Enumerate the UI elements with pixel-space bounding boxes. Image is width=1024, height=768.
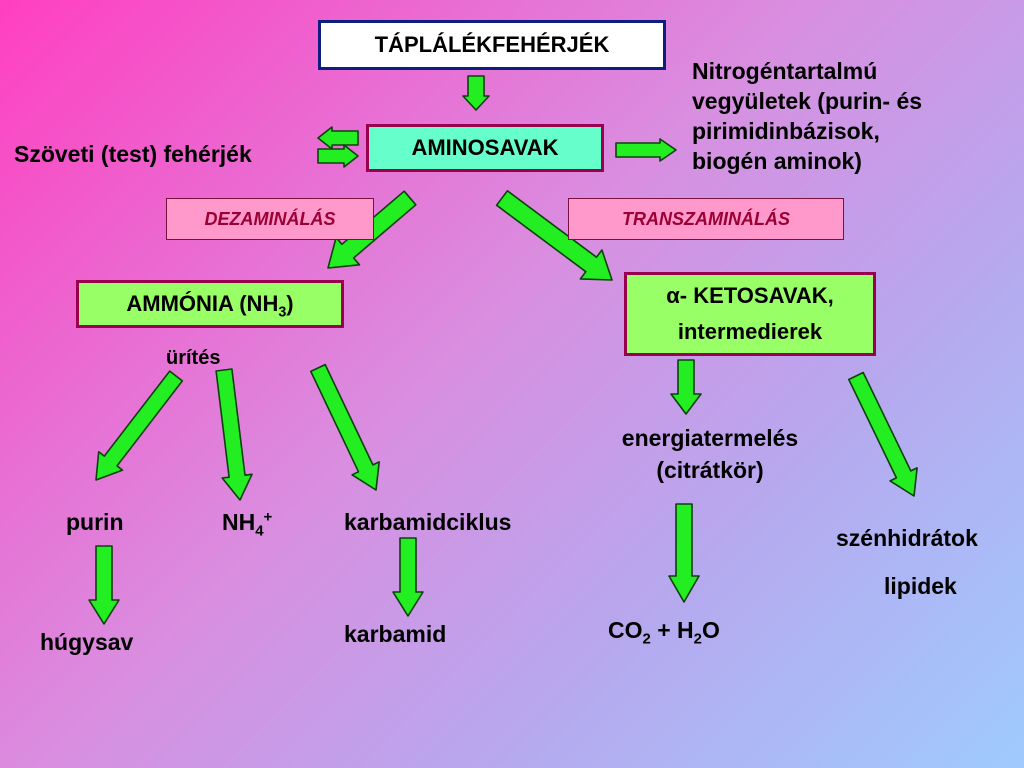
purine-text: purin <box>66 509 124 535</box>
arrow-tissue-to-amino <box>317 144 359 168</box>
urea-cycle-text: karbamidciklus <box>344 509 512 535</box>
alpha-symbol: α <box>666 283 680 308</box>
nitrogen-compounds-text: Nitrogéntartalmú vegyületek (purin- és p… <box>692 56 922 176</box>
keto-acids-label: - KETOSAVAK, <box>679 283 834 308</box>
arrow-ammonia-to-purin <box>95 370 184 481</box>
amino-acids-box: AMINOSAVAK <box>366 124 604 172</box>
h2-subscript: 2 <box>693 630 702 648</box>
lipids-text: lipidek <box>884 573 957 599</box>
arrow-ammonia-to-nh4 <box>215 368 253 501</box>
co2-label: CO <box>608 617 643 643</box>
food-protein-box: TÁPLÁLÉKFEHÉRJÉK <box>318 20 666 70</box>
nitrogen-line-2: vegyületek (purin- és <box>692 88 923 114</box>
food-protein-label: TÁPLÁLÉKFEHÉRJÉK <box>374 32 610 57</box>
energy-line-1: energiatermelés <box>621 425 799 451</box>
ammonium-superscript: + <box>263 508 273 526</box>
arrow-keto-to-carbohydrates <box>847 371 918 497</box>
deamination-label-box: DEZAMINÁLÁS <box>166 198 374 240</box>
excretion-text: ürítés <box>166 347 221 369</box>
uric-acid-text: húgysav <box>40 629 134 655</box>
ammonia-subscript: 3 <box>278 304 287 321</box>
arrow-food-to-amino <box>462 75 490 111</box>
co2-subscript: 2 <box>642 630 651 648</box>
transamination-label-box: TRANSZAMINÁLÁS <box>568 198 844 240</box>
carbohydrates-text: szénhidrátok <box>836 525 978 551</box>
arrow-amino-to-keto <box>495 190 613 281</box>
urea-text: karbamid <box>344 621 447 647</box>
keto-acids-box: α- KETOSAVAK, intermedierek <box>624 272 876 356</box>
oxygen-label: O <box>701 617 720 643</box>
arrow-amino-to-tissue <box>317 126 359 150</box>
deamination-label: DEZAMINÁLÁS <box>204 209 336 229</box>
nitrogen-line-4: biogén aminok) <box>692 148 862 174</box>
ammonia-label: AMMÓNIA (NH <box>126 291 279 316</box>
ammonia-label-tail: ) <box>286 291 294 316</box>
energy-production-text: energiatermelés (citrátkör) <box>600 422 820 486</box>
arrow-keto-to-energy <box>670 359 702 415</box>
arrow-purin-to-uric-acid <box>88 545 120 625</box>
tissue-protein-text: Szöveti (test) fehérjék <box>14 141 252 167</box>
plus-h-label: + H <box>650 617 694 643</box>
nitrogen-line-3: pirimidinbázisok, <box>692 118 880 144</box>
amino-acids-label: AMINOSAVAK <box>411 135 559 160</box>
arrow-ammonia-to-urea-cycle <box>309 363 381 491</box>
nitrogen-line-1: Nitrogéntartalmú <box>692 58 878 84</box>
arrow-amino-to-nitrogen <box>615 138 677 162</box>
ammonium-label: NH <box>222 509 256 535</box>
keto-acids-line-1: α- KETOSAVAK, <box>627 278 873 314</box>
ammonia-box: AMMÓNIA (NH3) <box>76 280 344 328</box>
arrow-urea-cycle-to-urea <box>392 537 424 617</box>
keto-acids-line-2: intermedierek <box>677 319 823 344</box>
ammonium-text: NH4+ <box>222 508 273 539</box>
transamination-label: TRANSZAMINÁLÁS <box>622 209 790 229</box>
energy-line-2: (citrátkör) <box>656 457 764 483</box>
ammonium-subscript: 4 <box>255 522 264 540</box>
co2-water-text: CO2 + H2O <box>608 616 720 647</box>
arrow-energy-to-co2 <box>668 503 700 603</box>
